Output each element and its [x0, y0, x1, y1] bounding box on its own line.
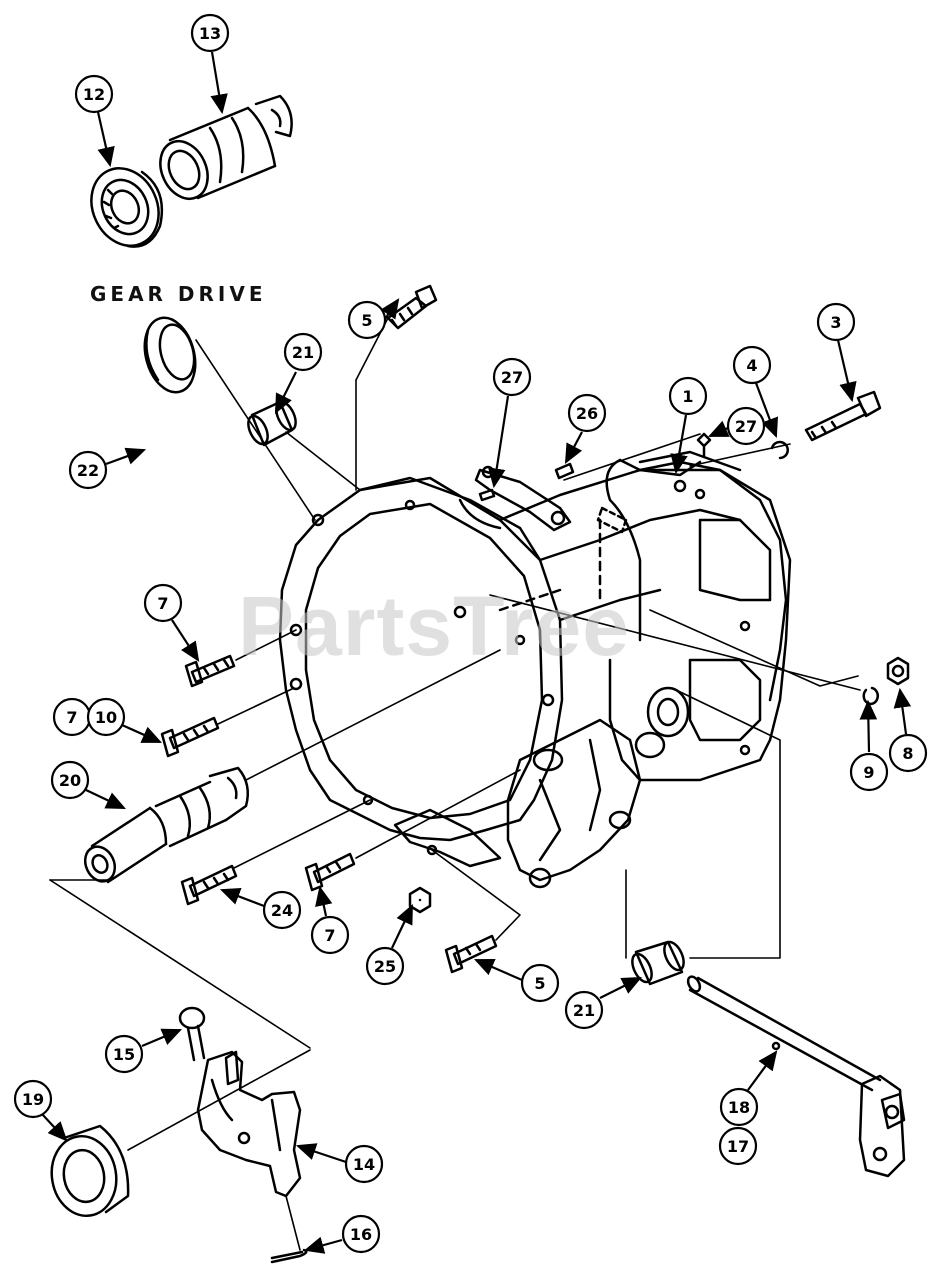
callout-21-upper-label: 21: [292, 343, 314, 362]
callout-9-label: 9: [863, 763, 874, 782]
bolt-part-7-lower: [304, 852, 356, 892]
callout-16-label: 16: [350, 1225, 372, 1244]
callout-21-upper: 21: [275, 332, 323, 414]
callout-7-lower-label: 7: [324, 926, 335, 945]
callout-24-label: 24: [271, 901, 293, 920]
callout-3: 3: [816, 302, 857, 403]
callout-12: 12: [74, 74, 115, 168]
callout-24: 24: [219, 888, 302, 930]
callout-25: 25: [365, 904, 413, 986]
callout-3-label: 3: [830, 313, 841, 332]
callout-1: 1: [668, 376, 708, 475]
bushing-part-21-lower: [631, 940, 685, 986]
callout-18: 18: [719, 1050, 778, 1127]
callout-10: 10: [86, 697, 163, 744]
callout-21-lower-label: 21: [573, 1001, 595, 1020]
callout-8: 8: [888, 687, 928, 773]
callout-4-label: 4: [746, 356, 757, 375]
collar-part-19: [50, 1124, 130, 1218]
callout-8-label: 8: [902, 744, 913, 763]
callout-12-label: 12: [83, 85, 105, 104]
callout-7-mid: 7: [52, 697, 92, 737]
screw-part-27: [478, 432, 712, 502]
bearing-part-12: [90, 167, 164, 248]
bolt-part-5-upper: [386, 284, 438, 330]
bolt-part-24: [180, 864, 238, 906]
callout-27-lower: 27: [707, 406, 766, 446]
callout-26: 26: [564, 393, 607, 464]
bolt-part-10: [160, 716, 220, 758]
transmission-housing: [278, 450, 792, 889]
callout-5-upper: 5: [347, 298, 400, 340]
bushing-part-21-upper: [247, 400, 297, 447]
callout-10-label: 10: [95, 708, 117, 727]
nut-part-25: [408, 886, 432, 914]
sleeve-part-13: [159, 94, 293, 200]
callout-15: 15: [104, 1028, 183, 1074]
callout-18-label: 18: [728, 1098, 750, 1117]
callout-21-lower: 21: [564, 977, 642, 1030]
callout-14-label: 14: [353, 1155, 375, 1174]
callout-19: 19: [13, 1079, 68, 1142]
callout-22-label: 22: [77, 461, 99, 480]
callout-15-label: 15: [113, 1045, 135, 1064]
callout-17-label: 17: [727, 1137, 749, 1156]
callout-22: 22: [68, 447, 147, 490]
callout-1-label: 1: [682, 387, 693, 406]
callout-20: 20: [50, 760, 126, 809]
watermark: PartsTree: [238, 579, 630, 673]
callout-7-upper: 7: [143, 583, 200, 662]
callout-13: 13: [190, 13, 230, 115]
callout-7-lower: 7: [310, 885, 350, 955]
bolt-part-5-lower: [444, 934, 498, 974]
callout-13-label: 13: [199, 24, 221, 43]
shift-rod-part-18: [686, 975, 906, 1178]
gear-drive-caption: GEAR DRIVE: [90, 282, 267, 306]
callout-5-upper-label: 5: [361, 311, 372, 330]
callout-5-lower-label: 5: [534, 974, 545, 993]
callout-7-mid-label: 7: [66, 708, 77, 727]
callout-27-lower-label: 27: [735, 417, 757, 436]
pin-part-15: [178, 1006, 206, 1062]
cotter-part-16: [270, 1248, 308, 1264]
callout-4: 4: [732, 345, 779, 439]
bolt-part-7-upper: [184, 654, 236, 688]
callout-26-label: 26: [576, 404, 598, 423]
callout-7-upper-label: 7: [157, 594, 168, 613]
callout-19-label: 19: [22, 1090, 44, 1109]
washer-part-9: [862, 686, 879, 706]
sleeve-part-20: [83, 766, 249, 884]
callout-25-label: 25: [374, 957, 396, 976]
callout-27-upper: 27: [488, 357, 532, 489]
callout-17: 17: [718, 1126, 758, 1166]
seal-part-22: [143, 316, 197, 394]
callout-5-lower: 5: [473, 958, 560, 1003]
shift-fork-part-14: [196, 1050, 302, 1198]
callout-14: 14: [295, 1143, 384, 1184]
callout-27-upper-label: 27: [501, 368, 523, 387]
nut-part-8: [886, 656, 910, 686]
callout-9: 9: [849, 699, 889, 792]
callout-20-label: 20: [59, 771, 81, 790]
bolt-part-3: [804, 390, 882, 442]
callout-16: 16: [303, 1214, 381, 1254]
